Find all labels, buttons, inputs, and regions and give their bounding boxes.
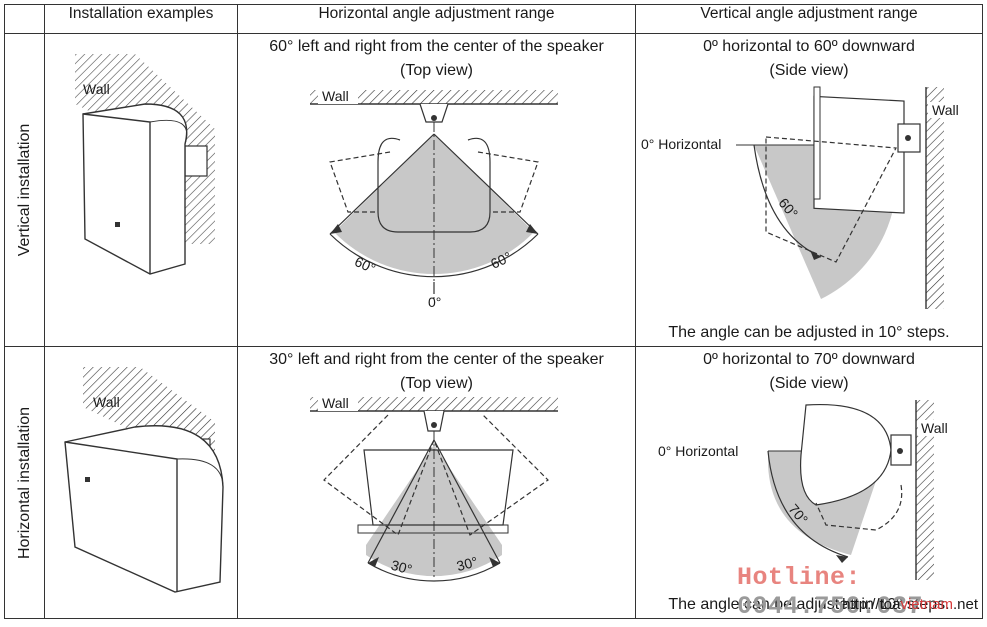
wall-label: Wall [932,102,959,118]
caption-line-2: (Top view) [400,62,473,79]
header-installation-examples: Installation examples [44,4,238,34]
row-label-vertical: Vertical installation [4,33,45,347]
caption-line-1: 60° left and right from the center of th… [269,38,604,55]
step-note: The angle can be adjusted in 10° steps. [668,324,950,341]
caption-line-2: (Side view) [769,375,849,392]
website-link[interactable]: http://toavietnam.net [842,596,978,613]
caption-line-1: 0º horizontal to 60º downward [703,38,915,55]
header-horizontal-range: Horizontal angle adjustment range [237,4,636,34]
zero-degree-label: 0° [428,294,441,310]
hotline-number: 0944.750.037 [737,592,924,621]
step-note: The angle can be adjusted in 10° steps. [668,596,950,613]
horizontal-reference-label: 0° Horizontal [658,443,738,459]
caption-line-1: 30° left and right from the center of th… [269,351,604,368]
site-suffix: .net [952,596,978,613]
side-view-diagram-vertical: Wall 0° Horizontal 60° [641,86,963,309]
hotline-text: Hotline: 0944.750.037 [737,563,982,621]
header-vertical-range: Vertical angle adjustment range [635,4,983,34]
horizontal-example-cell: Wall [44,346,238,619]
angle-label-left: 30° [389,557,414,578]
site-brand: vietnam [900,596,953,613]
top-view-diagram-vertical: Wall 60° 60° 0° [310,88,558,310]
wall-label: Wall [322,88,349,104]
site-prefix: http://toa [842,596,901,613]
header-corner [4,4,45,34]
hotline-label: Hotline: [737,563,862,592]
horizontal-reference-label: 0° Horizontal [641,136,721,152]
wall-label: Wall [93,394,120,410]
caption-line-2: (Side view) [769,62,849,79]
horizontal-speaker-illustration: Wall [64,367,224,593]
wall-label: Wall [322,395,349,411]
row-label-horizontal: Horizontal installation [4,346,45,619]
row-label-text: Vertical installation [15,123,33,257]
vertical-example-cell: Wall [44,33,238,347]
horizontal-horizontal-range-cell: 30° left and right from the center of th… [237,346,636,619]
hotline-watermark: Hotline: 0944.750.037 http://toavietnam.… [737,563,982,621]
installation-table: Installation examples Horizontal angle a… [4,4,983,619]
vertical-speaker-illustration: Wall [75,54,215,275]
wall-label: Wall [921,420,948,436]
vertical-horizontal-range-cell: 60° left and right from the center of th… [237,33,636,347]
wall-label: Wall [83,81,110,97]
row-label-text: Horizontal installation [15,406,33,559]
side-view-diagram-horizontal: Wall 0° Horizontal 70° [658,400,953,580]
top-view-diagram-horizontal: Wall 30° 30° [310,395,558,582]
vertical-vertical-range-cell: 0º horizontal to 60º downward (Side view… [635,33,983,347]
caption-line-1: 0º horizontal to 70º downward [703,351,915,368]
angle-label-right: 30° [455,553,480,574]
horizontal-vertical-range-cell: 0º horizontal to 70º downward (Side view… [635,346,983,619]
caption-line-2: (Top view) [400,375,473,392]
